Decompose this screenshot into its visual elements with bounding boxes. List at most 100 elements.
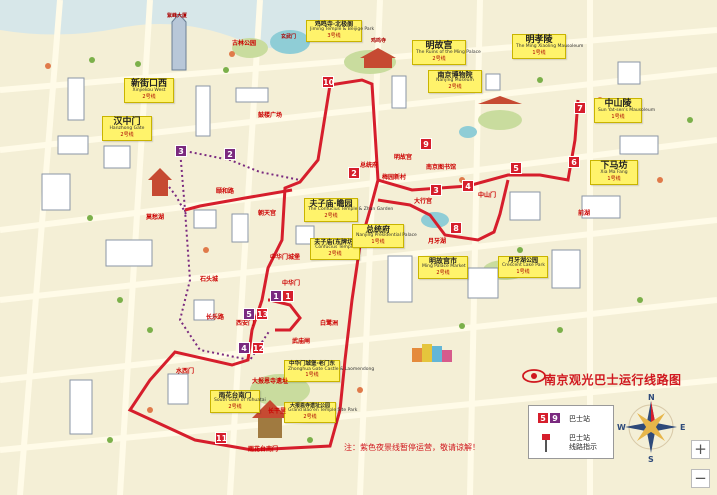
place-tag: 前湖 [578,210,591,217]
landmark-en: The Ming Xiaoling Mausoleum [516,44,584,50]
landmark-en: Confucius Temple [315,245,355,251]
place-tag: 南京图书馆 [426,164,457,171]
landmark-name: 新街口西 [130,79,167,89]
landmark-crescent-lake[interactable]: 月牙湖公园 Crescent Lake Park 1号线 [498,256,548,279]
landmark-name: 月牙湖公园 [507,257,538,264]
place-tag: 颐和路 [216,188,235,195]
landmark-zifeng: 紫峰大厦 [164,13,190,21]
compass-east: E [680,423,686,432]
landmark-hanzhong-gate[interactable]: 汉中门 Hanzhong Gate 2号线 [102,116,152,142]
bus-stop-badge[interactable]: 10 [322,76,335,88]
bus-stop-badge[interactable]: 12 [252,342,265,354]
landmark-xinjiekou-west[interactable]: 新街口西 Xinjiekou West 2号线 [124,78,174,104]
landmark-name: 明故宫市 [429,257,457,265]
place-tag: 古林公园 [232,40,257,47]
bus-stop-badge[interactable]: 13 [256,308,269,320]
direction-sign-icon [542,434,550,452]
landmark-nanjing-museum[interactable]: 南京博物院 Nanjing Museum 2号线 [428,70,482,94]
bus-stop-badge[interactable]: 3 [430,184,442,196]
zoom-in-button[interactable]: + [691,440,710,459]
place-tag: 总统府 [360,162,379,169]
landmark-name: 雨花台南门 [218,391,252,399]
landmark-line: 1号线 [305,372,319,379]
landmark-en: Nanjing Museum [436,78,474,84]
bus-stop-badge[interactable]: 9 [420,138,432,150]
place-tag: 大报恩寺遗址 [252,378,289,385]
compass-north: N [648,393,655,402]
landmark-en: Zhonghua Gate Castle & Laomendong [288,366,375,372]
landmark-line: 2号线 [303,413,317,420]
landmark-line: 2号线 [448,84,462,91]
landmark-name: 南京博物院 [437,71,473,79]
landmark-en: Jiming Temple & Beijige Park [310,27,375,33]
legend-direction-label: 巴士站 线路指示 [569,434,597,451]
landmark-name: 总统府 [366,225,390,234]
landmark-line: 2号线 [432,56,446,63]
place-tag: 月牙湖 [428,238,447,245]
bus-stop-badge[interactable]: 6 [568,156,580,168]
bus-stop-badge[interactable]: 5 [510,162,522,174]
landmark-xuanwu: 玄武门 [278,34,299,42]
place-tag: 白鹭洲 [320,320,339,327]
landmark-confucius-temple-east[interactable]: 夫子庙(东牌坊) Confucius Temple 2号线 [310,238,360,261]
bus-stop-badge[interactable]: 4 [462,180,474,192]
night-stop-badge[interactable]: 1 [270,290,282,302]
place-tag: 西安门 [236,320,255,327]
landmark-jiming-temple[interactable]: 鸡鸣寺·北极阁 Jiming Temple & Beijige Park 3号线 [306,20,375,43]
bus-stop-badge[interactable]: 1 [282,290,294,302]
zoom-out-button[interactable]: − [691,469,710,488]
place-tag: 梅园新村 [382,174,407,181]
place-tag: 中华门城堡 [270,254,301,261]
legend-box: 5 9 巴士站 巴士站 线路指示 [528,405,614,459]
compass-west: W [617,423,626,432]
landmark-zhonghua-gate[interactable]: 中华门城堡·老门东 Zhonghua Gate Castle & Laomend… [284,360,375,382]
bus-stop-badge[interactable]: 2 [348,167,360,179]
landmark-name: 夫子庙·瞻园 [309,199,353,208]
landmark-en: Xinjiekou West [132,88,166,94]
bus-stop-badge[interactable]: 7 [574,102,586,114]
landmark-ming-xiaoling[interactable]: 明孝陵 The Ming Xiaoling Mausoleum 1号线 [512,34,584,60]
landmark-name: 玄武门 [281,34,297,40]
landmark-name: 大报恩寺遗址公园 [289,403,330,409]
legend-stop-badge: 9 [549,412,561,424]
landmark-ming-palace[interactable]: 明故宫 The Ruins of the Ming Palace 2号线 [412,40,481,66]
place-tag: 明故宫 [394,154,413,161]
landmark-name: 夫子庙(东牌坊) [314,239,356,246]
landmark-baoen-temple[interactable]: 大报恩寺遗址公园 Grand Bao'en Temple Site Park 2… [284,402,357,424]
compass-south: S [648,455,654,464]
landmark-line: 1号线 [607,176,621,183]
landmark-en: Crescent Lake Park [502,263,545,269]
landmark-line: 2号线 [120,132,134,139]
landmark-xiamafang[interactable]: 下马坊 Xia Ma Fang 1号线 [590,160,638,186]
landmark-name: 汉中门 [113,117,141,127]
place-tag: 莫愁湖 [146,214,165,221]
place-tag: 中山门 [478,192,497,199]
place-tag: 石头城 [200,276,219,283]
landmark-name: 鸡鸣寺 [371,38,387,44]
night-stop-badge[interactable]: 2 [224,148,236,160]
landmark-confucius-temple[interactable]: 夫子庙·瞻园 The Confucius Temple & Zhan Garde… [304,198,393,223]
landmark-line: 1号线 [611,114,625,121]
legend-stop-badge: 5 [537,412,549,424]
night-stop-badge[interactable]: 4 [238,342,250,354]
night-stop-badge[interactable]: 5 [243,308,255,320]
landmark-name: 中山陵 [604,99,632,109]
landmark-line: 2号线 [328,251,342,258]
place-tag: 长乐路 [206,314,225,321]
landmark-line: 2号线 [228,403,242,410]
landmark-yuhuatai-south-gate[interactable]: 雨花台南门 South Gate of Yuhuatai 2号线 [210,390,266,413]
landmark-name: 明故宫 [425,41,453,51]
map-title: 南京观光巴士运行线路图 [544,373,682,387]
landmark-en: Nanjing Presidential Palace [356,233,417,239]
night-stop-badge[interactable]: 3 [175,145,187,157]
bus-stop-badge[interactable]: 8 [450,222,462,234]
bus-stop-badge[interactable]: 11 [215,432,228,444]
place-tag: 雨花台南门 [248,446,279,453]
landmark-presidential-palace[interactable]: 总统府 Nanjing Presidential Palace 1号线 [352,224,417,249]
landmark-ming-palace-market[interactable]: 明故宫市 Ming Palace Market 2号线 [418,256,468,280]
landmark-en: Ming Palace Market [422,264,466,270]
legend-stop-label: 巴士站 [569,415,590,423]
landmark-sun-yatsen-mausoleum[interactable]: 中山陵 Sun Yat-sen's Mausoleum 1号线 [594,98,655,124]
landmark-en: Hanzhong Gate [109,126,145,132]
